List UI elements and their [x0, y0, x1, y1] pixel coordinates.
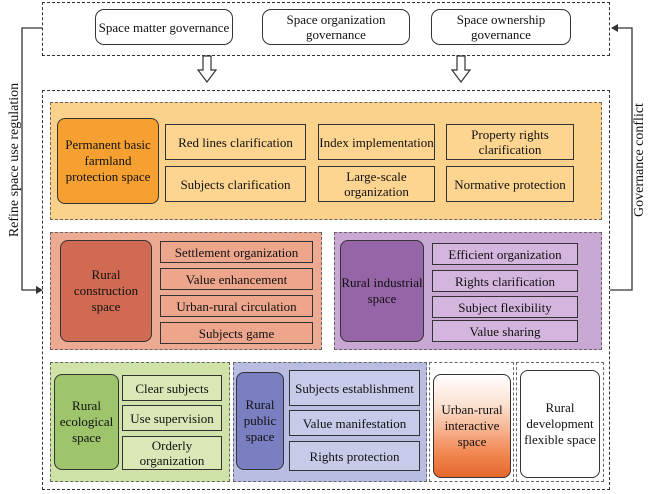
development-title-box: Rural development flexible space: [520, 370, 600, 478]
governance-container: [42, 2, 610, 56]
ecological-title-box: Rural ecological space: [54, 374, 119, 470]
industrial-cell-label: Value sharing: [469, 323, 541, 339]
public-cell: Rights protection: [289, 441, 420, 471]
down-arrow-right: [450, 55, 472, 83]
governance-label: Space ownership governance: [456, 12, 546, 42]
development-panel: [516, 362, 604, 482]
construction-cell: Settlement organization: [160, 241, 313, 263]
ecological-cell: Use supervision: [122, 405, 222, 431]
interactive-title: Urban-rural interactive space: [441, 402, 503, 449]
space-ownership-governance-box: Space ownership governance: [431, 9, 571, 45]
left-feedback-arrowhead: [36, 286, 43, 294]
public-title: Rural public space: [243, 397, 277, 444]
farmland-cell: Normative protection: [446, 166, 574, 202]
interactive-panel: [429, 362, 514, 482]
industrial-cell-label: Rights clarification: [454, 273, 555, 289]
industrial-cell: Value sharing: [432, 320, 578, 342]
space-organization-governance-box: Space organization governance: [262, 9, 410, 45]
construction-cell: Subjects game: [160, 322, 313, 344]
construction-cell: Value enhancement: [160, 268, 313, 290]
right-feedback-arrowhead: [611, 24, 618, 32]
left-feedback-line: [21, 27, 42, 291]
development-title: Rural development flexible space: [524, 400, 596, 447]
public-title-box: Rural public space: [236, 372, 284, 470]
public-cell: Value manifestation: [289, 410, 420, 436]
farmland-cell-label: Large-scale organization: [344, 169, 409, 199]
industrial-cell: Rights clarification: [432, 270, 578, 292]
farmland-title: Permanent basic farmland protection spac…: [65, 137, 151, 184]
construction-title: Rural construction space: [73, 267, 139, 314]
farmland-cell: Red lines clarification: [165, 124, 306, 160]
left-side-label: Refine space use regulation: [7, 82, 22, 238]
down-arrow-left: [196, 55, 218, 83]
industrial-title: Rural industrial space: [341, 275, 423, 306]
construction-title-box: Rural construction space: [60, 240, 152, 342]
ecological-cell-label: Orderly organization: [139, 438, 205, 468]
farmland-cell: Property rights clarification: [446, 124, 574, 160]
governance-label: Space organization governance: [286, 12, 386, 42]
main-space-container: [42, 90, 610, 490]
public-cell: Subjects establishment: [289, 370, 420, 406]
industrial-cell: Efficient organization: [432, 243, 578, 265]
industrial-cell: Subject flexibility: [432, 296, 578, 318]
farmland-cell-label: Index implementation: [319, 134, 434, 150]
space-matter-governance-box: Space matter governance: [95, 9, 233, 45]
construction-cell: Urban-rural circulation: [160, 295, 313, 317]
farmland-title-box: Permanent basic farmland protection spac…: [57, 118, 159, 204]
ecological-cell-label: Clear subjects: [135, 380, 209, 396]
interactive-title-box: Urban-rural interactive space: [433, 374, 511, 478]
ecological-cell-label: Use supervision: [130, 410, 214, 426]
construction-cell-label: Subjects game: [198, 325, 275, 341]
construction-cell-label: Value enhancement: [185, 271, 288, 287]
industrial-cell-label: Subject flexibility: [458, 299, 552, 315]
farmland-cell: Index implementation: [318, 124, 435, 160]
governance-label: Space matter governance: [98, 19, 230, 35]
industrial-cell-label: Efficient organization: [448, 246, 562, 262]
farmland-cell-label: Subjects clarification: [180, 176, 291, 192]
ecological-cell: Clear subjects: [122, 375, 222, 401]
public-cell-label: Subjects establishment: [295, 380, 414, 396]
industrial-title-box: Rural industrial space: [340, 240, 424, 342]
farmland-cell-label: Red lines clarification: [178, 134, 293, 150]
farmland-cell-label: Normative protection: [454, 176, 566, 192]
farmland-cell: Subjects clarification: [165, 166, 306, 202]
right-feedback-line: [610, 27, 633, 291]
construction-cell-label: Settlement organization: [174, 244, 299, 260]
public-cell-label: Value manifestation: [302, 415, 407, 431]
public-cell-label: Rights protection: [309, 448, 400, 464]
farmland-cell: Large-scale organization: [318, 166, 435, 202]
right-side-label: Governance conflict: [632, 103, 647, 217]
ecological-cell: Orderly organization: [122, 436, 222, 470]
construction-cell-label: Urban-rural circulation: [176, 298, 297, 314]
farmland-cell-label: Property rights clarification: [471, 127, 549, 157]
ecological-title: Rural ecological space: [59, 398, 114, 445]
